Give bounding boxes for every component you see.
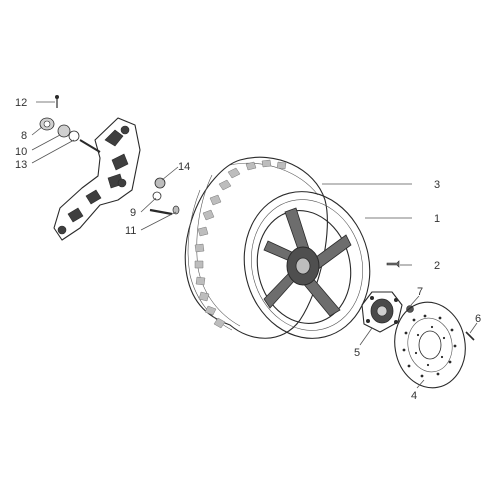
callout-7: 7 (417, 286, 423, 298)
callout-12: 12 (15, 97, 27, 109)
callout-3: 3 (434, 179, 440, 191)
callout-13: 13 (15, 159, 27, 171)
hub-flange (361, 291, 414, 333)
brake-disc (394, 301, 475, 389)
callout-1: 1 (434, 213, 440, 225)
callout-5: 5 (354, 347, 360, 359)
callout-8: 8 (21, 130, 27, 142)
callout-9: 9 (130, 207, 136, 219)
wheel-rim (243, 191, 371, 339)
callout-2: 2 (434, 260, 440, 272)
callout-4: 4 (411, 390, 417, 402)
leader-lines (31, 101, 478, 389)
tyre (184, 156, 328, 339)
callout-6: 6 (475, 313, 481, 325)
callout-labels: 12 8 10 13 14 9 11 3 1 2 7 6 5 4 (15, 97, 481, 402)
callout-14: 14 (178, 161, 190, 173)
callout-11: 11 (125, 225, 136, 237)
callout-10: 10 (15, 146, 27, 158)
swingarm-bracket (53, 117, 141, 241)
axle-parts (39, 95, 400, 268)
